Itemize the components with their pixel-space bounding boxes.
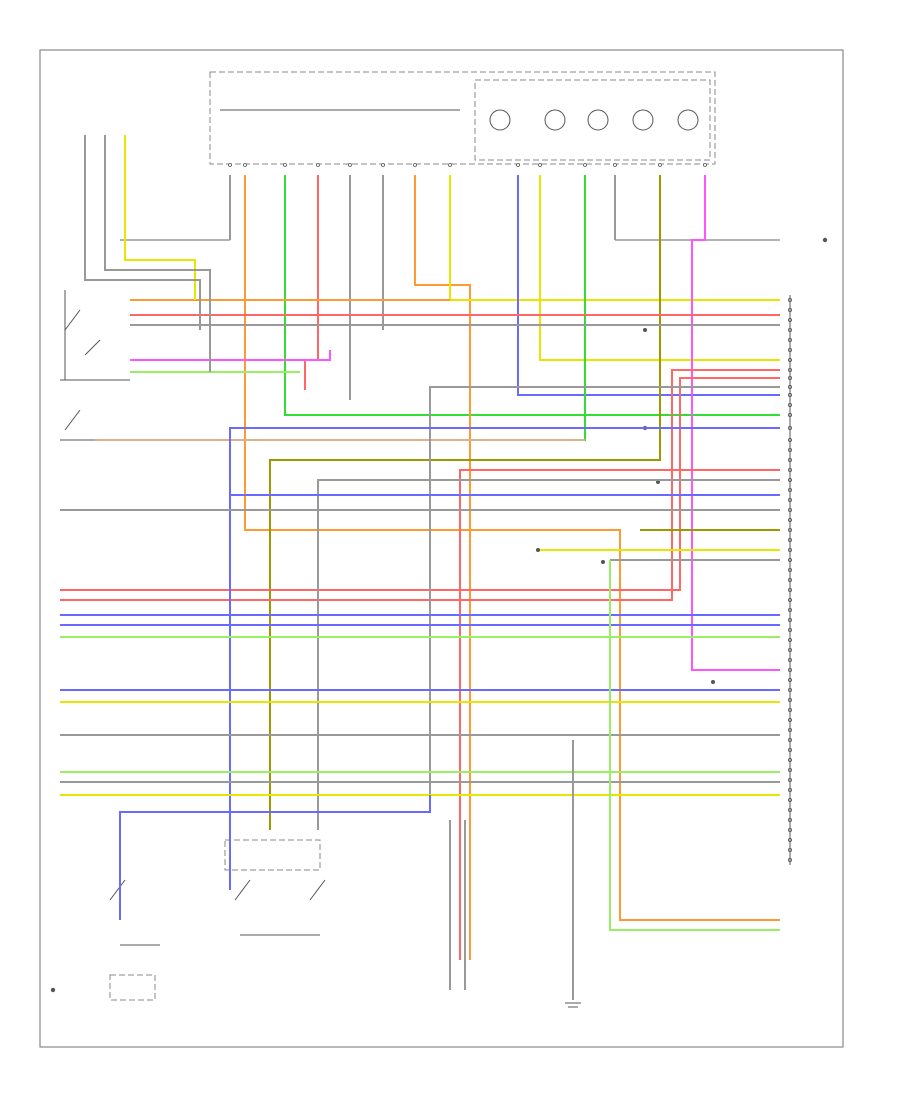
wire-top-orange xyxy=(244,175,780,921)
wire-top-yellow2 xyxy=(539,175,780,361)
lamp-icon xyxy=(544,109,566,131)
ground-icon xyxy=(565,1002,581,1008)
left-switch-assembly xyxy=(60,290,130,441)
wire-v-gray-left xyxy=(84,135,201,330)
wire-top-red xyxy=(304,175,319,390)
wire-h-blue2 xyxy=(229,427,780,890)
diagram-frame xyxy=(39,49,844,1048)
wire-h-gray3 xyxy=(317,479,780,830)
wire-layer xyxy=(60,135,780,1000)
transmission-switch-assembly xyxy=(109,839,326,1001)
wire-top-green2 xyxy=(95,175,586,441)
wire-v-gray-left2 xyxy=(104,135,211,372)
wire-h-green6 xyxy=(609,560,780,931)
wire-h-magenta xyxy=(130,350,331,361)
wire-h-red2 xyxy=(60,369,780,601)
wire-top-blue xyxy=(517,175,780,396)
wire-h-red4 xyxy=(459,469,780,960)
wire-v-blue-left xyxy=(119,795,431,920)
indicator-lamps xyxy=(489,109,699,131)
wire-top-magenta xyxy=(691,175,780,671)
lamp-icon xyxy=(489,109,511,131)
wire-h-red3 xyxy=(60,377,780,591)
cluster-gray-wires xyxy=(120,175,780,400)
wire-top-olive xyxy=(269,175,661,830)
indicator-lamp-group xyxy=(474,79,711,161)
cluster-pins xyxy=(228,163,707,167)
wire-v-yellow-left xyxy=(124,135,196,300)
lamp-icon xyxy=(632,109,654,131)
wire-top-orange2 xyxy=(414,175,471,960)
instrument-cluster-box xyxy=(209,71,716,165)
wire-top-green xyxy=(284,175,780,416)
lamp-icon xyxy=(677,109,699,131)
lamp-icon xyxy=(587,109,609,131)
